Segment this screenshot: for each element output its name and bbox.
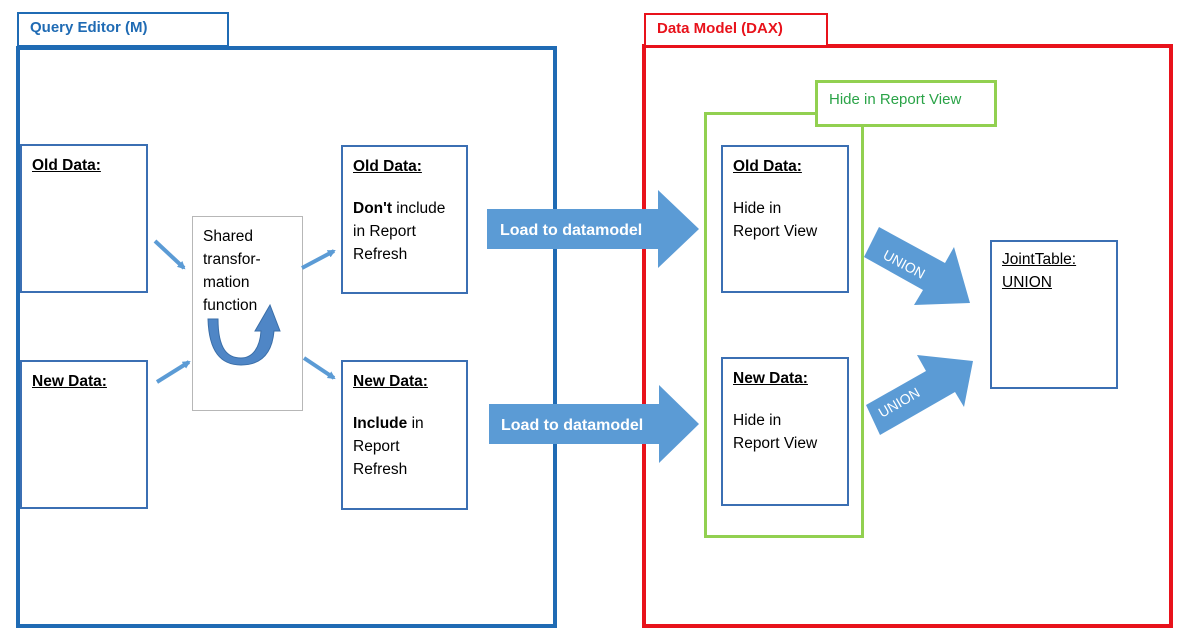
new-data-dax-line1: Hide in	[733, 412, 782, 429]
new-data-query-rest: in	[407, 415, 424, 432]
old-data-source-title: Old Data:	[32, 157, 101, 174]
old-data-query-bold: Don't	[353, 200, 392, 217]
joint-table-box: JointTable: UNION	[990, 240, 1118, 389]
union-arrow-old	[864, 227, 970, 305]
data-model-title: Data Model (DAX)	[644, 13, 828, 47]
shared-function-line4: function	[203, 297, 258, 314]
new-data-query-bold: Include	[353, 415, 408, 432]
old-data-dax-line1: Hide in	[733, 200, 782, 217]
old-data-dax-line2: Report View	[733, 223, 818, 240]
joint-table-line2: UNION	[1002, 274, 1052, 291]
joint-table-line1: JointTable:	[1002, 251, 1077, 268]
shared-function-line2: transfor-	[203, 251, 261, 268]
load-arrow-new	[489, 385, 699, 463]
hide-group-label: Hide in Report View	[815, 80, 997, 127]
old-data-source-box: Old Data:	[20, 144, 148, 293]
load-arrow-old	[487, 190, 699, 268]
new-data-query-title: New Data:	[353, 373, 428, 390]
load-arrow-old-label: Load to datamodel	[500, 222, 642, 239]
old-data-dax-box: Old Data: Hide in Report View	[721, 145, 849, 293]
shared-to-new-arrow	[302, 356, 336, 380]
old-data-query-title: Old Data:	[353, 158, 422, 175]
new-data-dax-box: New Data: Hide in Report View	[721, 357, 849, 506]
new-data-dax-line2: Report View	[733, 435, 818, 452]
new-data-source-title: New Data:	[32, 373, 107, 390]
old-data-dax-title: Old Data:	[733, 158, 802, 175]
shared-function-box: Shared transfor- mation function	[192, 216, 303, 411]
data-model-frame	[642, 44, 1173, 628]
old-data-query-line2: in Report	[353, 223, 416, 240]
hide-group-frame	[704, 112, 864, 538]
shared-function-line3: mation	[203, 274, 250, 291]
union-arrow-new	[866, 355, 973, 435]
old-data-query-rest: include	[391, 200, 446, 217]
new-data-dax-title: New Data:	[733, 370, 808, 387]
new-data-query-line3: Refresh	[353, 461, 408, 478]
new-data-source-box: New Data:	[20, 360, 148, 509]
new-data-query-line2: Report	[353, 438, 400, 455]
shared-to-old-arrow	[301, 249, 336, 270]
new-to-shared-arrow	[155, 360, 191, 384]
shared-function-line1: Shared	[203, 228, 253, 245]
curved-transform-arrow	[207, 303, 281, 366]
old-data-query-line3: Refresh	[353, 246, 408, 263]
old-to-shared-arrow	[153, 239, 186, 270]
query-editor-frame	[16, 46, 557, 628]
query-editor-title: Query Editor (M)	[17, 12, 229, 47]
new-data-query-box: New Data: Include in Report Refresh	[341, 360, 468, 510]
old-data-query-box: Old Data: Don't include in Report Refres…	[341, 145, 468, 294]
load-arrow-new-label: Load to datamodel	[501, 417, 643, 434]
